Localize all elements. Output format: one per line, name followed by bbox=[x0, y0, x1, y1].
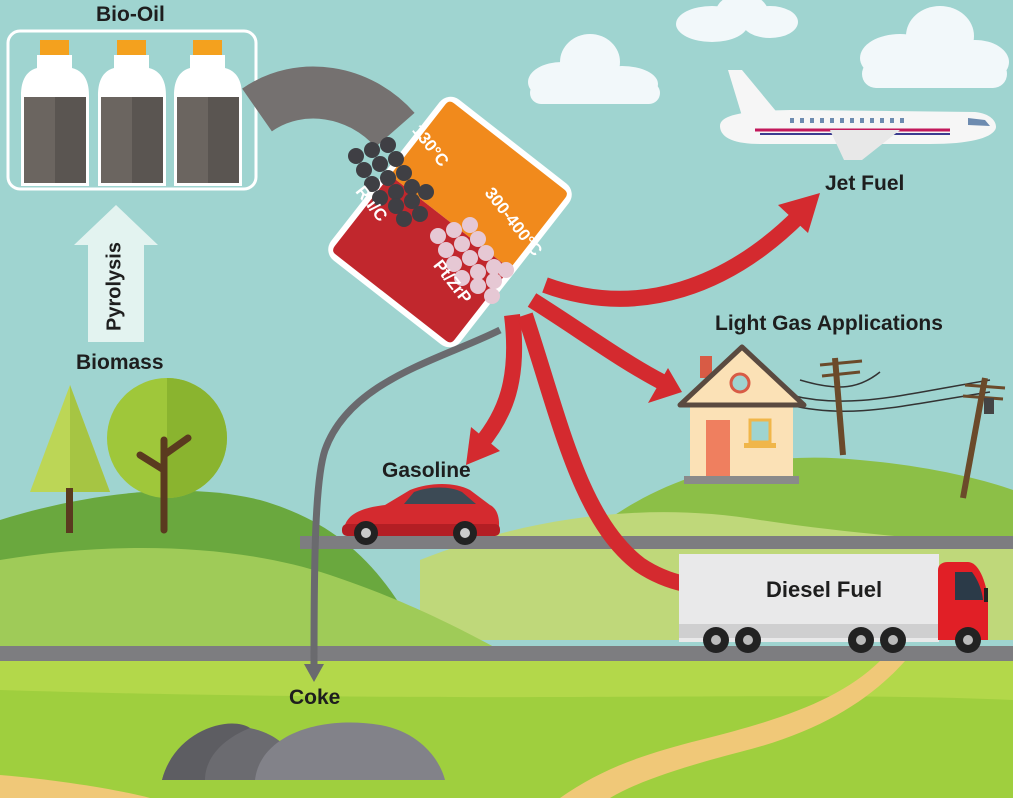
tree-icon bbox=[107, 378, 227, 534]
cloud-icon bbox=[676, 0, 798, 42]
pyrolysis-label: Pyrolysis bbox=[103, 242, 126, 331]
bio-oil-label: Bio-Oil bbox=[96, 3, 165, 26]
cloud-icon bbox=[860, 6, 1009, 88]
pyrolysis-arrow bbox=[74, 205, 158, 342]
rock-icon bbox=[162, 722, 445, 780]
gasoline-label: Gasoline bbox=[382, 459, 471, 482]
coke-line bbox=[310, 326, 502, 669]
diesel-label: Diesel Fuel bbox=[766, 577, 883, 602]
reactor-icon bbox=[328, 96, 572, 348]
coke-label: Coke bbox=[289, 686, 341, 709]
bottle-icon bbox=[21, 40, 89, 186]
house-icon bbox=[677, 344, 807, 484]
biomass-label: Biomass bbox=[76, 351, 164, 374]
tree-icon bbox=[30, 385, 110, 533]
bio-oil-pipe bbox=[242, 66, 415, 149]
truck-icon bbox=[679, 554, 988, 653]
light-gas-label: Light Gas Applications bbox=[715, 312, 943, 335]
airplane-icon bbox=[720, 70, 996, 160]
pt-zrp-particles bbox=[430, 217, 514, 304]
ru-c-particles bbox=[348, 137, 434, 227]
utility-pole-icon bbox=[789, 357, 1006, 499]
jet-fuel-label: Jet Fuel bbox=[825, 172, 905, 195]
bottle-icon bbox=[174, 40, 242, 186]
car-icon bbox=[342, 484, 500, 545]
cloud-icon bbox=[528, 34, 660, 104]
bottle-icon bbox=[98, 40, 166, 186]
